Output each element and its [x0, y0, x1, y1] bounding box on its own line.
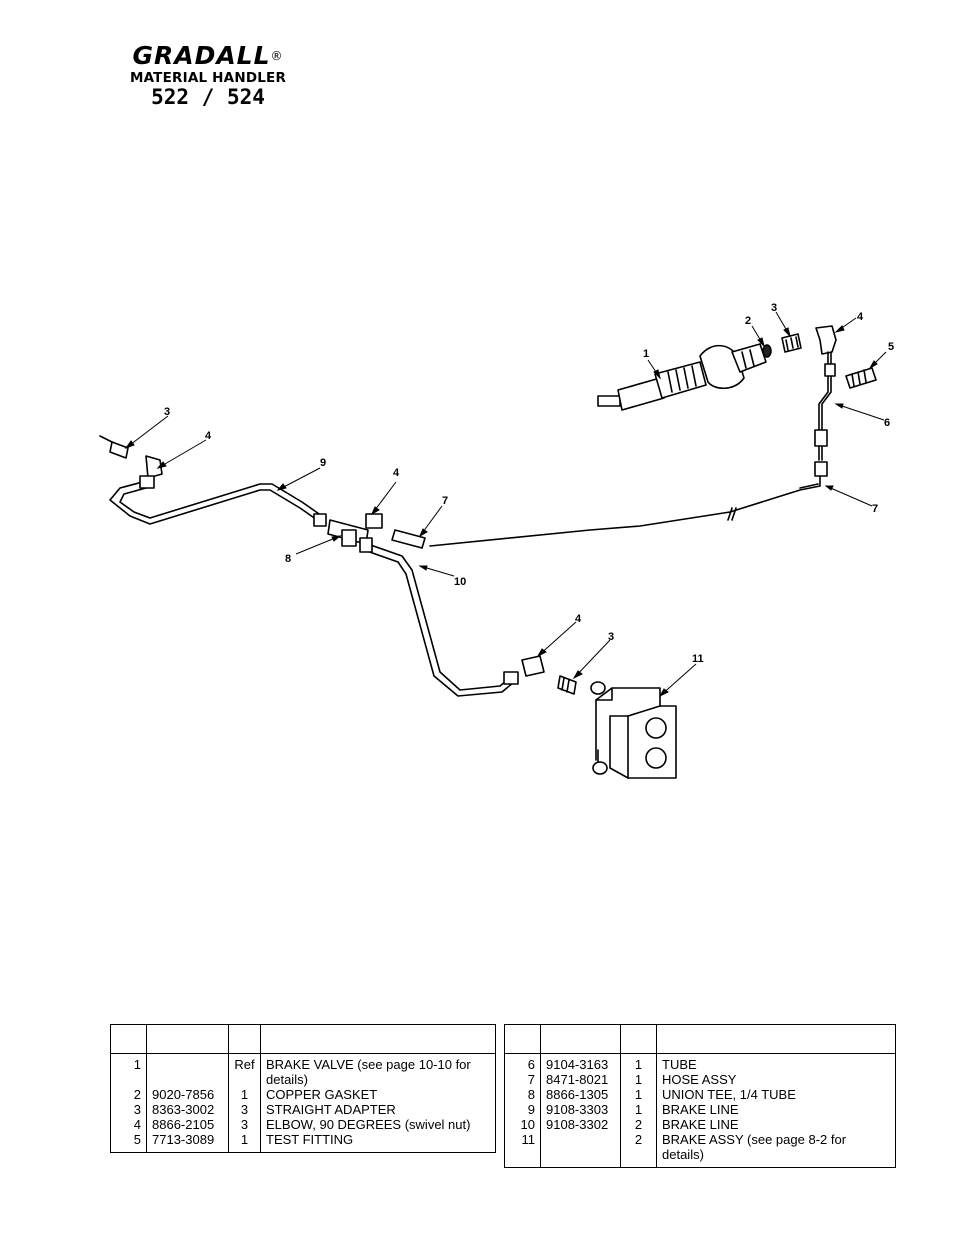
elbow-left — [145, 455, 163, 479]
callout-6: 6 — [884, 417, 890, 429]
callout-9: 9 — [320, 457, 326, 469]
test-fitting — [845, 367, 877, 389]
table-header-row — [504, 1024, 896, 1054]
parts-table-left: 1 Ref BRAKE VALVE (see page 10-10 for de… — [110, 1024, 496, 1153]
logo-brand: GRADALL® — [108, 42, 308, 70]
elbow-lower — [521, 655, 545, 677]
table-row: 3 8363-3002 3 STRAIGHT ADAPTER — [110, 1102, 496, 1117]
parts-table-right: 6 9104-3163 1 TUBE 7 8471-8021 1 HOSE AS… — [504, 1024, 896, 1168]
callout-7-left: 7 — [442, 495, 448, 507]
callout-3-upper: 3 — [771, 302, 777, 314]
hose-assy — [429, 475, 821, 547]
callout-4-center: 4 — [393, 467, 400, 479]
callout-8: 8 — [285, 553, 291, 565]
straight-adapter-left — [109, 441, 129, 459]
callout-5: 5 — [888, 341, 894, 353]
table-row: 7 8471-8021 1 HOSE ASSY — [504, 1072, 896, 1087]
copper-gasket — [762, 344, 772, 358]
callout-4-upper: 4 — [857, 311, 864, 323]
callout-3-left: 3 — [164, 406, 170, 418]
callout-3-lower: 3 — [608, 631, 614, 643]
brake-valve — [597, 343, 767, 411]
table-row: 5 7713-3089 1 TEST FITTING — [110, 1132, 496, 1153]
callout-2: 2 — [745, 315, 751, 327]
table-row: 9 9108-3303 1 BRAKE LINE — [504, 1102, 896, 1117]
table-row: 6 9104-3163 1 TUBE — [504, 1053, 896, 1072]
registered-mark: ® — [270, 49, 284, 63]
callout-11: 11 — [692, 653, 704, 665]
logo-subtitle: MATERIAL HANDLER — [129, 70, 287, 86]
callout-4-lower: 4 — [575, 613, 582, 625]
callout-1: 1 — [643, 348, 649, 360]
table-row: 4 8866-2105 3 ELBOW, 90 DEGREES (swivel … — [110, 1117, 496, 1132]
table-row: 11 2 BRAKE ASSY (see page 8-2 for detail… — [504, 1132, 896, 1168]
brake-assy — [590, 681, 677, 779]
table-header-row — [110, 1024, 496, 1054]
gradall-logo: GRADALL® MATERIAL HANDLER 522 / 524 — [108, 42, 308, 109]
brake-line-9 — [109, 479, 321, 525]
callout-4-left: 4 — [205, 430, 212, 442]
logo-brand-text: GRADALL — [132, 41, 271, 70]
table-row: 2 9020-7856 1 COPPER GASKET — [110, 1087, 496, 1102]
callout-10: 10 — [454, 576, 466, 588]
table-row: 1 Ref BRAKE VALVE (see page 10-10 for de… — [110, 1053, 496, 1087]
table-row: 10 9108-3302 2 BRAKE LINE — [504, 1117, 896, 1132]
callout-7-right: 7 — [872, 503, 878, 515]
logo-model: 522 / 524 — [151, 85, 265, 109]
table-row: 8 8866-1305 1 UNION TEE, 1/4 TUBE — [504, 1087, 896, 1102]
brake-line-10 — [361, 541, 513, 691]
elbow-upper-right — [815, 325, 837, 355]
